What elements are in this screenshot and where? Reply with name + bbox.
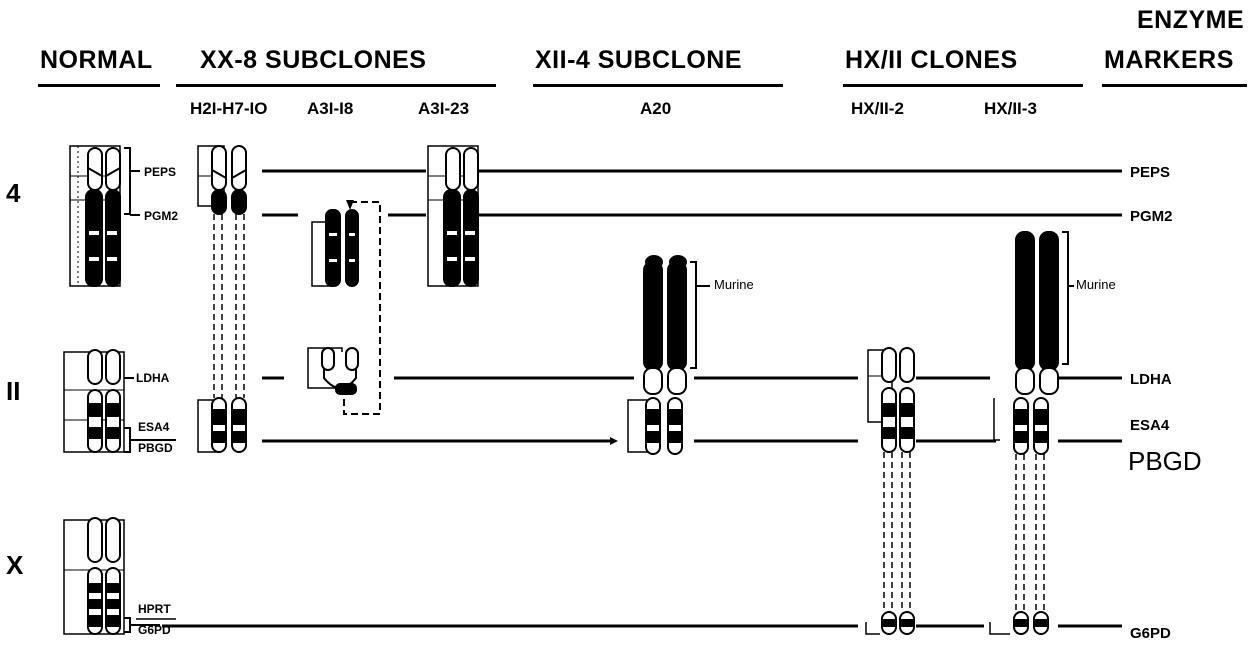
hx11-3-dashed [1016,454,1044,612]
marker-lines [162,171,1122,626]
arrow-pbgd [610,437,618,445]
chr-a31-18 [308,210,358,394]
chr-a31-23 [428,146,478,286]
chr-a20 [628,256,686,454]
chr-hx11-2 [866,348,914,634]
h21-dashed [214,214,244,398]
normal-chromosomes [64,146,124,634]
chr-hx11-3 [990,232,1058,634]
normal-brackets [124,148,176,632]
hx11-2-dashed [884,452,910,612]
